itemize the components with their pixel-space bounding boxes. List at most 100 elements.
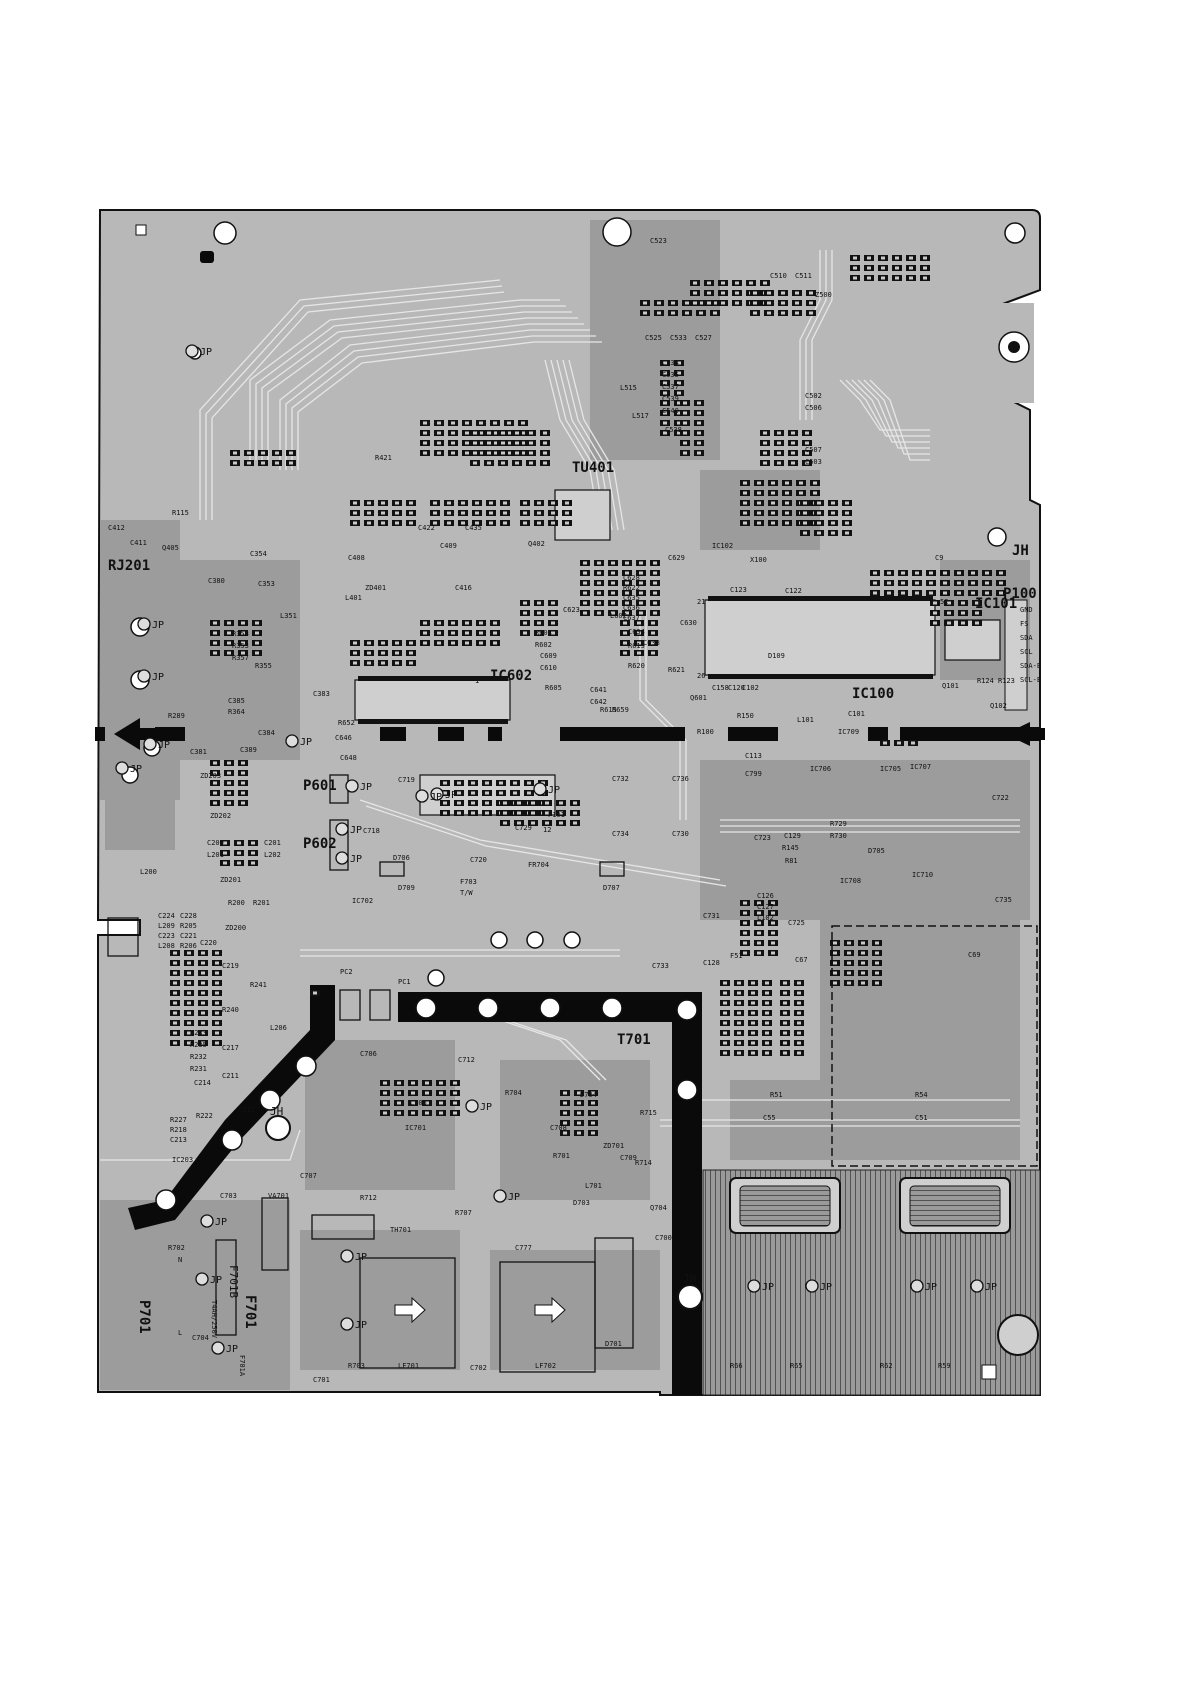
smd-pad-gap <box>255 621 259 625</box>
component-designator: R201 <box>253 899 270 907</box>
smd-pad-gap <box>961 611 965 615</box>
smd-pad-gap <box>397 1081 401 1085</box>
jp-marker-label: JP <box>355 1252 367 1263</box>
component-designator: C389 <box>240 746 257 754</box>
smd-pad-gap <box>923 266 927 270</box>
smd-pad-gap <box>915 591 919 595</box>
component-designator: R145 <box>782 844 799 852</box>
smd-pad-gap <box>521 421 525 425</box>
smd-pad-gap <box>751 981 755 985</box>
smd-pad-gap <box>425 1101 429 1105</box>
jp-ring <box>805 1279 819 1293</box>
smd-pad-gap <box>367 501 371 505</box>
jp-ring <box>910 1279 924 1293</box>
jp-marker-label: JP <box>215 1217 227 1228</box>
smd-pad-gap <box>423 621 427 625</box>
component-designator: C628 <box>623 574 640 582</box>
component-designator: C799 <box>745 770 762 778</box>
smd-pad-gap <box>743 951 747 955</box>
component-designator: R619 <box>628 642 645 650</box>
smd-pad-gap <box>227 781 231 785</box>
arrow-left <box>95 718 155 750</box>
jp-ring <box>335 851 349 865</box>
smd-pad-gap <box>653 581 657 585</box>
component-designator: R603 <box>535 629 552 637</box>
component-designator: D709 <box>398 884 415 892</box>
component-designator: D704 <box>580 1091 597 1099</box>
smd-pad-gap <box>447 511 451 515</box>
smd-pad-gap <box>639 581 643 585</box>
component-designator: ZD203 <box>200 772 221 780</box>
p100-pin-labels: GND FS SDA SCL SDA-E SCL-E <box>1020 606 1041 684</box>
smd-pad-gap <box>677 411 681 415</box>
smd-pad-gap <box>867 256 871 260</box>
smd-pad-gap <box>545 811 549 815</box>
smd-pad-gap <box>875 961 879 965</box>
component-designator: IC708 <box>840 877 861 885</box>
smd-pad-gap <box>805 451 809 455</box>
smd-pad-gap <box>643 301 647 305</box>
component-designator: C533 <box>670 334 687 342</box>
smd-pad-gap <box>757 931 761 935</box>
smd-pad-gap <box>677 401 681 405</box>
component-designator: C214 <box>194 1079 211 1087</box>
smd-pad-gap <box>395 651 399 655</box>
divider-bar <box>155 727 1040 741</box>
smd-pad-gap <box>943 581 947 585</box>
smd-pad-gap <box>947 611 951 615</box>
smd-pad-gap <box>201 1041 205 1045</box>
smd-pad-gap <box>493 641 497 645</box>
smd-pad-gap <box>625 601 629 605</box>
smd-pad-gap <box>479 451 483 455</box>
smd-pad-gap <box>471 801 475 805</box>
jp-ring <box>185 344 199 358</box>
smd-pad-gap <box>753 291 757 295</box>
smd-pad-gap <box>479 631 483 635</box>
smd-pad-gap <box>233 461 237 465</box>
smd-pad-gap <box>795 301 799 305</box>
component-designator: Q402 <box>528 540 545 548</box>
smd-pad-gap <box>623 641 627 645</box>
smd-pad-gap <box>501 441 505 445</box>
smd-pad-gap <box>743 911 747 915</box>
smd-pad-gap <box>227 771 231 775</box>
component-designator: L101 <box>797 716 814 724</box>
smd-pad-gap <box>873 581 877 585</box>
smd-pad-gap <box>957 581 961 585</box>
smd-pad-gap <box>957 571 961 575</box>
smd-pad-gap <box>663 421 667 425</box>
component-designator: C709 <box>620 1154 637 1162</box>
component-designator: Q102 <box>990 702 1007 710</box>
smd-pad-gap <box>201 1031 205 1035</box>
smd-pad-gap <box>929 591 933 595</box>
smd-pad-gap <box>437 641 441 645</box>
component-designator: R54 <box>915 1091 928 1099</box>
smd-pad-gap <box>971 591 975 595</box>
smd-pad-gap <box>551 621 555 625</box>
smd-pad-gap <box>623 631 627 635</box>
smd-pad-gap <box>215 1001 219 1005</box>
smd-pad-gap <box>517 821 521 825</box>
smd-pad-gap <box>187 961 191 965</box>
smd-pad-gap <box>233 451 237 455</box>
smd-pad-gap <box>975 601 979 605</box>
smd-pad-gap <box>723 1031 727 1035</box>
smd-pad-gap <box>683 401 687 405</box>
smd-pad-gap <box>805 461 809 465</box>
component-designator: R51 <box>770 1091 783 1099</box>
component-designator: IC710 <box>912 871 933 879</box>
smd-pad-gap <box>883 741 887 745</box>
smd-pad-gap <box>777 431 781 435</box>
smd-pad-gap <box>517 811 521 815</box>
smd-pad-gap <box>261 461 265 465</box>
jp-ring <box>340 1317 354 1331</box>
component-designator: C101 <box>848 710 865 718</box>
component-designator: R240 <box>222 1006 239 1014</box>
component-designator: C537 <box>662 383 679 391</box>
smd-pad-gap <box>499 781 503 785</box>
smd-pad-gap <box>697 441 701 445</box>
jp-ring <box>345 779 359 793</box>
smd-pad-gap <box>771 901 775 905</box>
smd-pad-gap <box>493 451 497 455</box>
component-designator: C51 <box>915 1114 928 1122</box>
